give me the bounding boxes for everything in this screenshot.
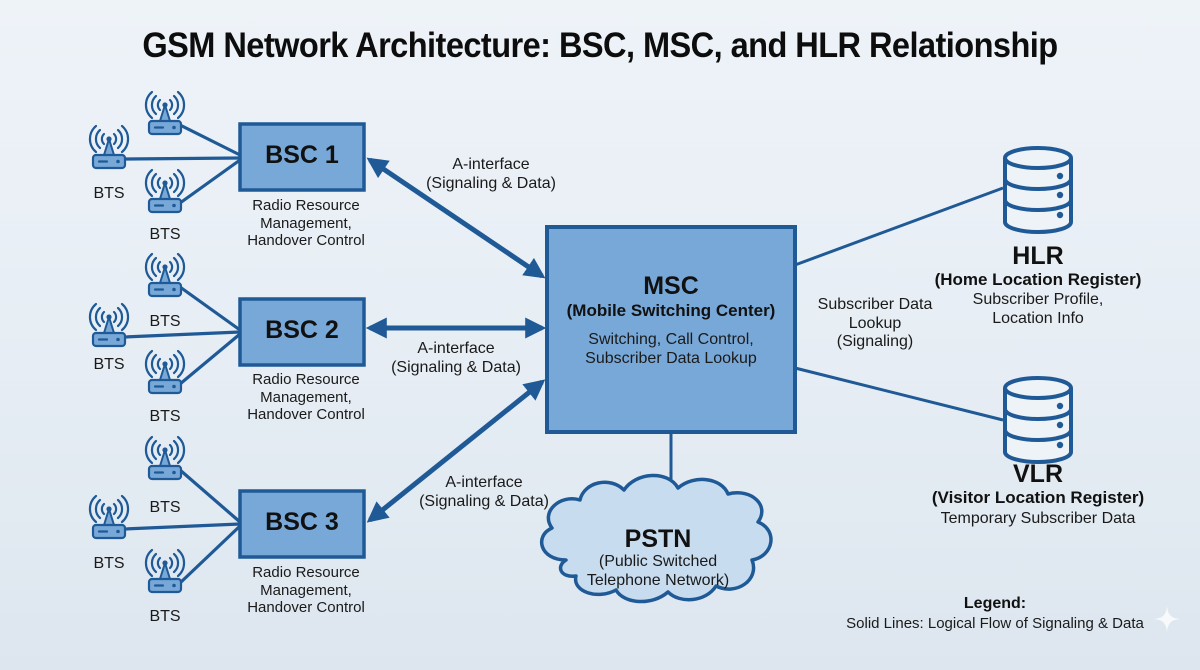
subscriber-lookup-line: Lookup [848, 314, 902, 332]
a-interface-label-bsc1: A-interface (Signaling & Data) [406, 156, 576, 193]
pstn-title: PSTN [624, 525, 692, 553]
a-interface-detail: (Signaling & Data) [391, 358, 521, 376]
bsc2-box[interactable] [238, 297, 366, 367]
bts-link [123, 156, 242, 161]
radio-tower-icon[interactable] [144, 349, 186, 395]
page-title: GSM Network Architecture: BSC, MSC, and … [142, 26, 1058, 65]
vlr-full-name: (Visitor Location Register) [931, 488, 1145, 507]
bts-link [178, 158, 242, 205]
pstn-description-line: (Public Switched [598, 553, 718, 570]
bts-label: BTS [149, 499, 181, 516]
bsc1-title: BSC 1 [265, 141, 339, 169]
legend-title: Legend: [963, 595, 1027, 612]
bts-link [178, 123, 242, 157]
radio-tower-icon[interactable] [88, 302, 130, 348]
radio-tower-icon[interactable] [144, 548, 186, 594]
bsc3-description-line: Management, [260, 581, 352, 599]
pstn-description-line: Telephone Network) [586, 571, 730, 589]
msc-description-line: Subscriber Data Lookup [585, 349, 757, 367]
hlr-title: HLR [1012, 242, 1064, 270]
bsc2-title: BSC 2 [265, 316, 339, 344]
bts-label: BTS [93, 356, 125, 373]
vlr-description: Temporary Subscriber Data [940, 510, 1136, 527]
bts-link [178, 468, 242, 524]
subscriber-lookup-label: Subscriber Data Lookup (Signaling) [800, 296, 950, 352]
bsc3-description-line: Radio Resource [252, 564, 360, 581]
a-interface-name: A-interface [417, 340, 495, 357]
bts-link [178, 285, 242, 332]
bts-link [178, 332, 242, 386]
radio-tower-icon[interactable] [144, 435, 186, 481]
radio-tower-icon[interactable] [144, 252, 186, 298]
bts-label: BTS [149, 608, 181, 625]
bts-label: BTS [93, 555, 125, 572]
legend-description: Solid Lines: Logical Flow of Signaling &… [846, 615, 1144, 632]
radio-tower-icon[interactable] [144, 168, 186, 214]
a-interface-detail: (Signaling & Data) [419, 492, 549, 510]
a-interface-arrow-bsc1 [366, 157, 546, 279]
pstn-cloud-icon[interactable] [540, 473, 773, 604]
radio-tower-icon[interactable] [88, 124, 130, 170]
bts-link [123, 522, 242, 531]
bts-label: BTS [149, 226, 181, 243]
a-interface-label-bsc2: A-interface (Signaling & Data) [371, 340, 541, 377]
msc-full-name: (Mobile Switching Center) [566, 301, 776, 320]
bsc3-box[interactable] [238, 489, 366, 559]
bsc1-box[interactable] [238, 122, 366, 192]
vlr-database-icon[interactable] [1003, 376, 1073, 464]
hlr-description: Subscriber Profile, Location Info [908, 291, 1168, 328]
bsc2-description-line: Radio Resource [252, 371, 360, 388]
hlr-description-line: Location Info [992, 309, 1084, 327]
bsc3-title: BSC 3 [265, 508, 339, 536]
bts-links [123, 123, 242, 585]
bts-link [178, 524, 242, 585]
bsc3-description: Radio Resource Management, Handover Cont… [226, 564, 386, 617]
subscriber-lookup-line: (Signaling) [836, 333, 914, 351]
bsc2-description-line: Management, [260, 388, 352, 406]
a-interface-arrows [365, 157, 547, 523]
bsc3-description-line: Handover Control [247, 599, 365, 617]
msc-description-line: Switching, Call Control, [588, 331, 754, 348]
a-interface-detail: (Signaling & Data) [426, 174, 556, 192]
hlr-description-line: Subscriber Profile, [972, 291, 1104, 308]
bts-label: BTS [149, 313, 181, 330]
bts-label: BTS [93, 185, 125, 202]
bts-link [123, 330, 242, 339]
radio-tower-icon[interactable] [88, 494, 130, 540]
pstn-description: (Public Switched Telephone Network) [558, 553, 758, 590]
sparkle-icon [1154, 606, 1180, 632]
bsc1-description-line: Radio Resource [252, 197, 360, 214]
bsc1-description: Radio Resource Management, Handover Cont… [226, 197, 386, 250]
msc-description: Switching, Call Control, Subscriber Data… [548, 331, 794, 368]
a-interface-arrow-bsc3 [366, 379, 546, 523]
bsc1-description-line: Management, [260, 214, 352, 232]
bts-label: BTS [149, 408, 181, 425]
msc-vlr-link [794, 366, 1004, 422]
msc-box[interactable] [545, 225, 797, 434]
a-interface-label-bsc3: A-interface (Signaling & Data) [399, 474, 569, 511]
vlr-title: VLR [1013, 460, 1063, 488]
bsc2-description-line: Handover Control [247, 406, 365, 424]
a-interface-name: A-interface [445, 474, 523, 491]
msc-hlr-link [794, 186, 1004, 267]
a-interface-name: A-interface [452, 156, 530, 173]
subscriber-lookup-line: Subscriber Data [817, 296, 933, 313]
radio-tower-icon[interactable] [144, 90, 186, 136]
bsc1-description-line: Handover Control [247, 232, 365, 250]
hlr-database-icon[interactable] [1003, 146, 1073, 234]
bsc2-description: Radio Resource Management, Handover Cont… [226, 371, 386, 424]
hlr-full-name: (Home Location Register) [934, 270, 1142, 289]
msc-title: MSC [643, 272, 699, 300]
